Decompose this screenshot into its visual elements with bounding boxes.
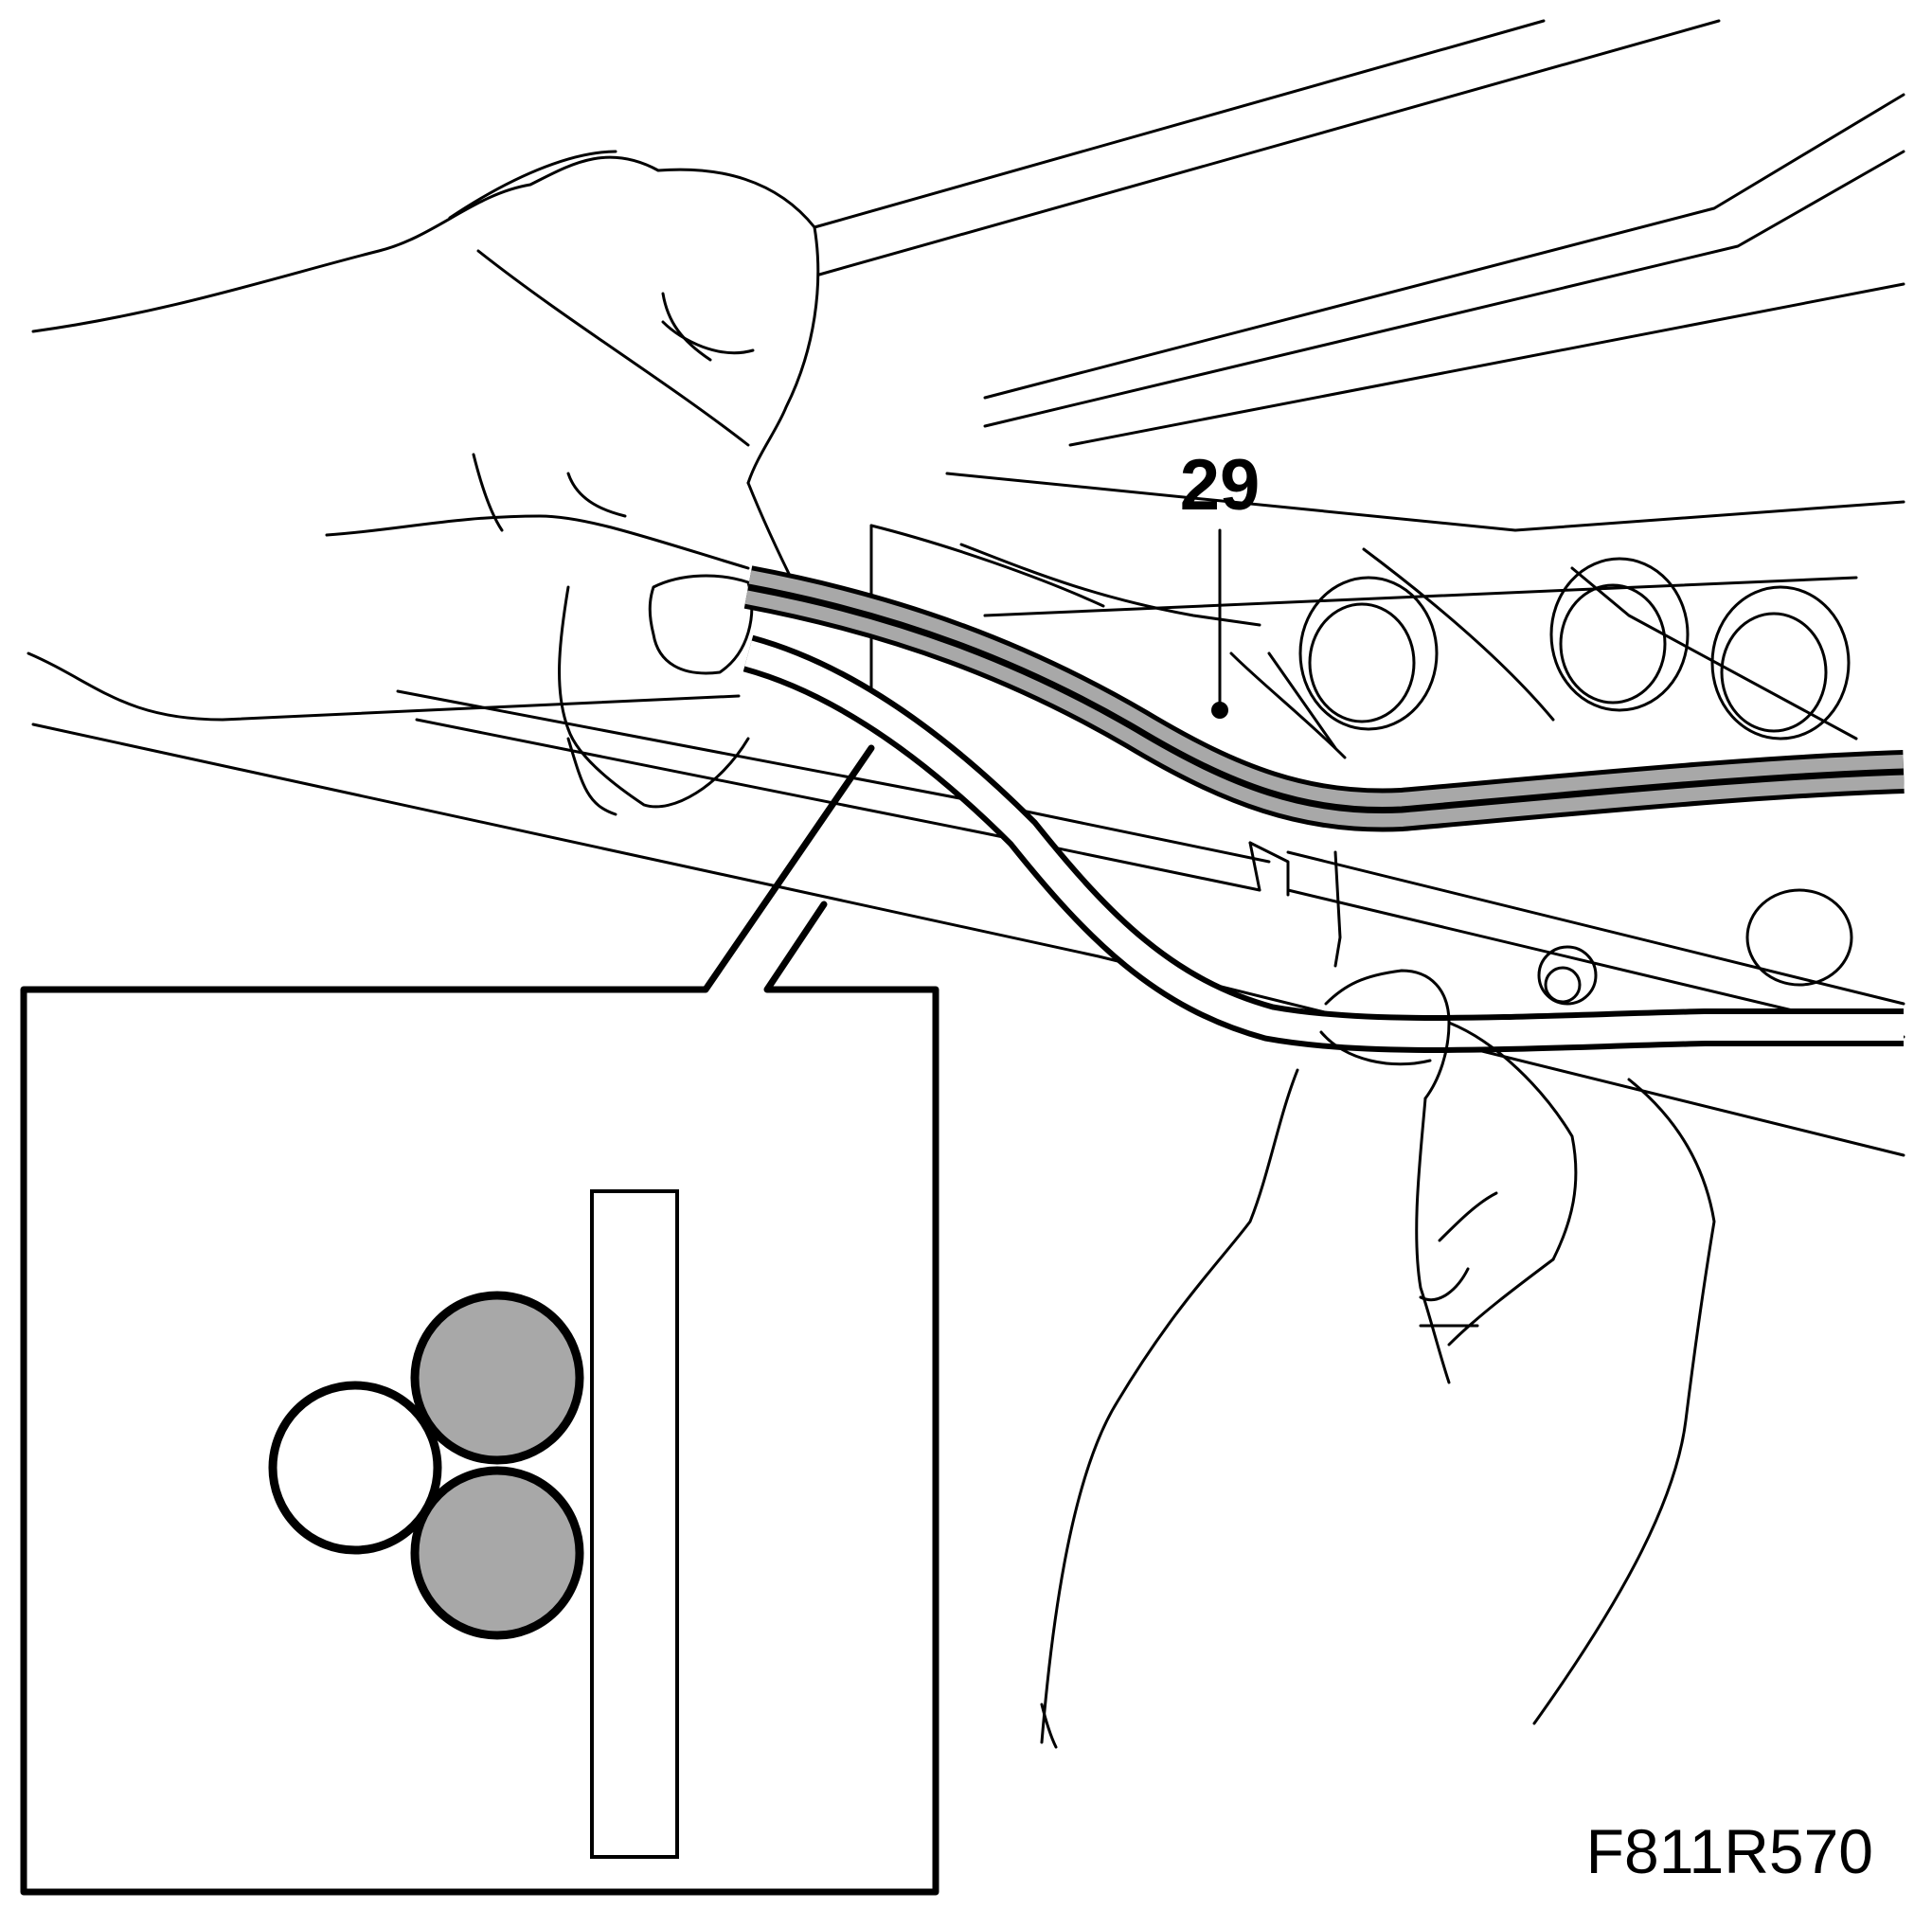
background-rails: [27, 19, 1905, 1157]
mounting-bracket: [869, 524, 1858, 968]
detail-cable-gray-upper: [410, 1291, 584, 1465]
left-hand: [31, 150, 820, 816]
callout-label: 29: [1180, 445, 1261, 526]
callout-29: 29: [1180, 445, 1261, 719]
detail-bracket-plate: [590, 1189, 679, 1859]
figure-id: F811R570: [1586, 1816, 1873, 1886]
detail-cable-gray-lower: [410, 1466, 584, 1640]
callout-dot: [1211, 702, 1228, 719]
detail-cable-white: [268, 1381, 442, 1555]
bolt-row: [1298, 557, 1853, 1006]
detail-inset: [20, 744, 939, 1896]
right-hand: [1040, 969, 1716, 1749]
wire-harness: [742, 565, 1905, 1053]
